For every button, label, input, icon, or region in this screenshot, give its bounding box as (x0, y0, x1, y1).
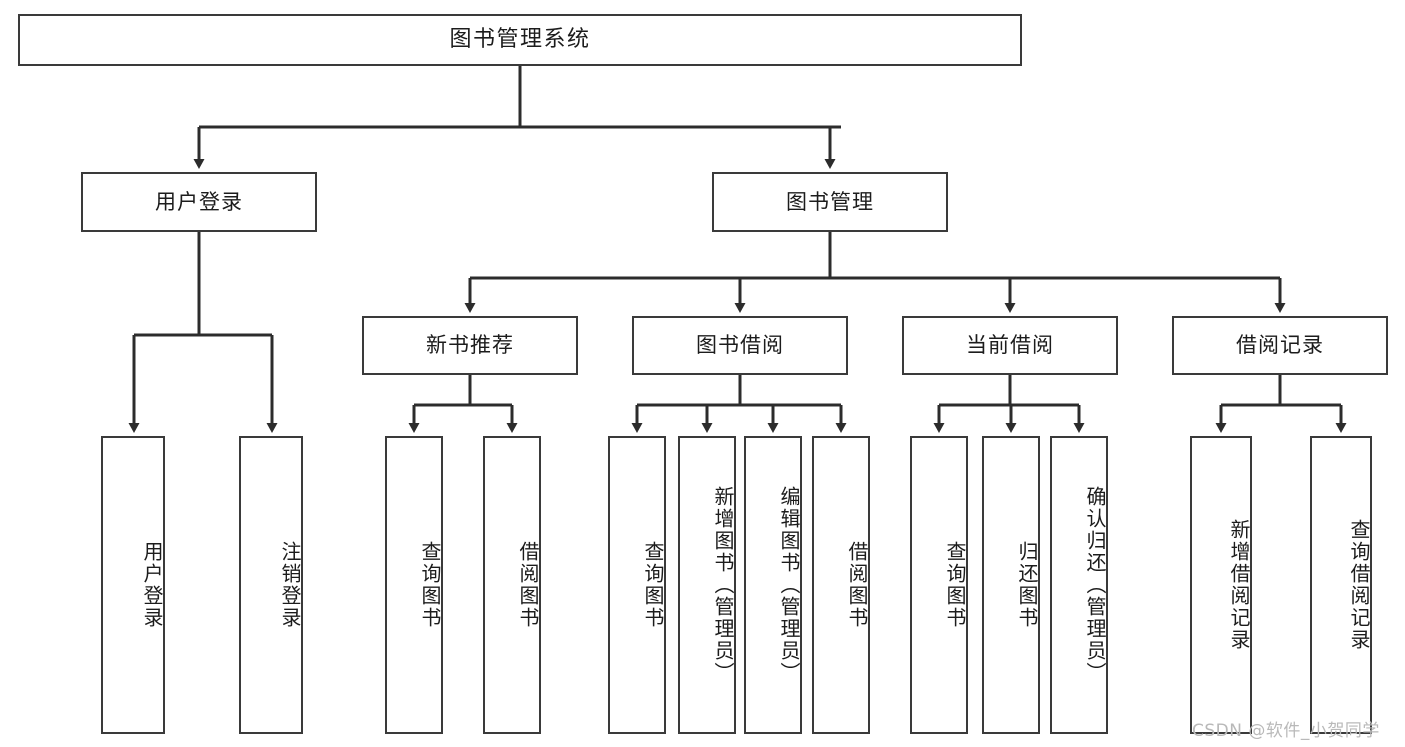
leaf-confirm-return-admin-label: 确认归还（管理员） (1083, 486, 1107, 684)
leaf-user-login-label: 用户登录 (140, 541, 164, 629)
leaf-return-book-label: 归还图书 (1015, 541, 1039, 629)
leaf-borrow-book-label: 借阅图书 (845, 541, 869, 629)
node-new-book-recommendation[interactable]: 新书推荐 (362, 316, 578, 375)
node-borrow-record-label: 借阅记录 (1236, 333, 1324, 358)
node-new-book-recommendation-label: 新书推荐 (426, 333, 514, 358)
leaf-query-borrow-record-label: 查询借阅记录 (1347, 519, 1371, 651)
leaf-query-book-borrow-label: 查询图书 (641, 541, 665, 629)
leaf-logout[interactable]: 注销登录 (239, 436, 303, 734)
leaf-query-book-borrow[interactable]: 查询图书 (608, 436, 666, 734)
leaf-query-book-current[interactable]: 查询图书 (910, 436, 968, 734)
leaf-edit-book-admin-label: 编辑图书（管理员） (777, 486, 801, 684)
leaf-confirm-return-admin[interactable]: 确认归还（管理员） (1050, 436, 1108, 734)
node-root[interactable]: 图书管理系统 (18, 14, 1022, 66)
node-book-borrow-label: 图书借阅 (696, 333, 784, 358)
node-root-label: 图书管理系统 (449, 27, 591, 53)
node-book-borrow[interactable]: 图书借阅 (632, 316, 848, 375)
leaf-borrow-book-recommendation[interactable]: 借阅图书 (483, 436, 541, 734)
leaf-borrow-book-recommendation-label: 借阅图书 (516, 541, 540, 629)
leaf-logout-label: 注销登录 (278, 541, 302, 629)
node-book-management-label: 图书管理 (786, 189, 874, 214)
leaf-user-login[interactable]: 用户登录 (101, 436, 165, 734)
leaf-add-borrow-record-label: 新增借阅记录 (1227, 519, 1251, 651)
node-user-login-label: 用户登录 (155, 189, 243, 214)
node-book-management[interactable]: 图书管理 (712, 172, 948, 232)
node-user-login[interactable]: 用户登录 (81, 172, 317, 232)
leaf-add-book-admin-label: 新增图书（管理员） (711, 486, 735, 684)
watermark-text: CSDN @软件_小贺同学 (1192, 721, 1380, 741)
node-borrow-record[interactable]: 借阅记录 (1172, 316, 1388, 375)
leaf-borrow-book[interactable]: 借阅图书 (812, 436, 870, 734)
leaf-query-borrow-record[interactable]: 查询借阅记录 (1310, 436, 1372, 734)
leaf-edit-book-admin[interactable]: 编辑图书（管理员） (744, 436, 802, 734)
leaf-query-book-current-label: 查询图书 (943, 541, 967, 629)
leaf-add-borrow-record[interactable]: 新增借阅记录 (1190, 436, 1252, 734)
node-current-borrow-label: 当前借阅 (966, 333, 1054, 358)
node-current-borrow[interactable]: 当前借阅 (902, 316, 1118, 375)
leaf-query-book-recommendation-label: 查询图书 (418, 541, 442, 629)
leaf-return-book[interactable]: 归还图书 (982, 436, 1040, 734)
leaf-query-book-recommendation[interactable]: 查询图书 (385, 436, 443, 734)
leaf-add-book-admin[interactable]: 新增图书（管理员） (678, 436, 736, 734)
